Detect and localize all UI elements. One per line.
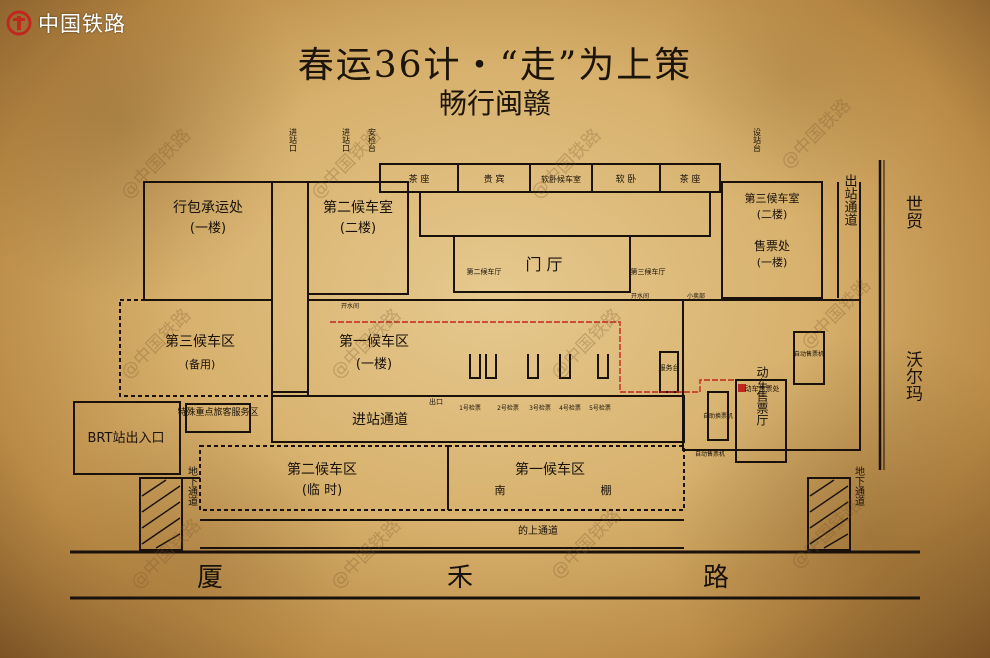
ticket-point-marker	[738, 384, 746, 392]
label-shed-passage: 的上通道	[518, 524, 558, 537]
label-ticket-office: 售票处	[754, 238, 790, 253]
label-exit-passage: 出站通道	[842, 174, 858, 226]
label-soft-sleeper2: 软 卧	[616, 173, 637, 185]
ticket-office	[721, 181, 823, 299]
label-waiting-area3-note: (备用)	[185, 357, 216, 371]
gates	[469, 354, 609, 379]
map-title: 春运36计・“走”为上策	[297, 45, 693, 86]
left-column	[271, 181, 309, 393]
label-security: 安检台	[368, 127, 377, 153]
label-vip-service: 特殊重点旅客服务区	[177, 406, 258, 418]
label-vip: 贵 宾	[484, 173, 505, 185]
label-water-left: 开水间	[341, 302, 359, 310]
label-shop: 小卖部	[687, 292, 705, 300]
self-exchange-machine	[707, 391, 729, 441]
label-waiting-area1-floor: (一楼)	[356, 357, 392, 372]
label-waiting-area1: 第一候车区	[339, 333, 409, 350]
inner-block	[419, 191, 711, 237]
label-waiting2-hall: 第二候车厅	[467, 267, 502, 276]
label-shimao: 世贸	[902, 195, 923, 229]
underground-stair-left	[139, 477, 183, 551]
gate-label-2: 2号检票	[497, 404, 519, 412]
china-railway-logo: 中国铁路	[6, 8, 126, 38]
map-subtitle: 畅行闽赣	[438, 87, 551, 120]
vip-service-area	[185, 403, 251, 433]
route-line	[330, 321, 736, 393]
label-luggage-floor: (一楼)	[190, 221, 226, 236]
label-security2: 设站台	[753, 127, 762, 153]
label-info: 服务台	[659, 363, 680, 372]
label-entry2: 进站口	[342, 128, 351, 152]
label-water-right: 开水间	[631, 292, 649, 300]
label-waiting2-floor: (二楼)	[340, 221, 376, 236]
label-waiting3-hall: 第三候车厅	[631, 267, 666, 276]
label-emu-ticket-hall: 动车售票厅	[755, 366, 769, 426]
label-underground-right: 地下通道	[853, 465, 865, 506]
label-underground-left: 地下通道	[186, 465, 198, 506]
label-shed-left: 南	[495, 484, 506, 497]
label-entry1: 进站口	[289, 128, 298, 152]
label-hall: 门 厅	[525, 255, 562, 274]
logo-text: 中国铁路	[38, 12, 126, 36]
label-waiting-area3: 第三候车区	[165, 333, 235, 350]
label-shed-right: 棚	[601, 483, 612, 497]
label-waiting-area2-temp: 第二候车区	[287, 461, 357, 478]
label-exit: 出口	[429, 397, 443, 406]
emu-ticket-hall	[735, 379, 787, 463]
waiting-area-2-temp	[199, 445, 449, 511]
gate-label-5: 5号检票	[589, 404, 611, 412]
label-brt: BRT站出入口	[88, 431, 165, 446]
right-hall	[682, 299, 861, 451]
label-ticket-machine: 自动售票机	[794, 350, 824, 358]
waiting-area-1-shed	[447, 445, 685, 511]
auto-ticket-machine	[793, 331, 825, 385]
label-tea1: 茶 座	[409, 173, 430, 185]
road-char-1: 厦	[197, 563, 223, 593]
label-walmart: 沃尔玛	[902, 350, 923, 402]
label-auto-ticket: 自动售票机	[695, 450, 725, 458]
info-desk	[659, 351, 679, 393]
label-entrance-passage: 进站通道	[352, 412, 408, 428]
waiting-room-2	[307, 181, 409, 295]
label-waiting3-room-floor: (二楼)	[757, 207, 788, 221]
entrance-passage	[271, 395, 685, 443]
brt-entrance	[73, 401, 181, 475]
road-char-3: 路	[703, 563, 729, 593]
railway-emblem-icon	[6, 10, 32, 36]
label-waiting-area2-temp-note: (临 时)	[302, 483, 342, 498]
waiting-area-3	[119, 299, 273, 397]
label-soft-sleeper: 软卧候车室	[541, 174, 581, 184]
gate-label-3: 3号检票	[529, 404, 551, 412]
gate-label-4: 4号检票	[559, 404, 581, 412]
label-self-exchange: 自助换票机	[703, 412, 733, 420]
underground-stair-right	[807, 477, 851, 551]
label-ticket-office-floor: (一楼)	[757, 255, 788, 269]
label-luggage: 行包承运处	[173, 200, 243, 216]
label-tea2: 茶 座	[680, 173, 701, 185]
label-waiting3-room: 第三候车室	[745, 191, 800, 205]
label-route-target: 动车售票处	[745, 384, 780, 393]
label-waiting2: 第二候车室	[323, 199, 393, 216]
road-char-2: 禾	[447, 563, 473, 593]
label-waiting-area1-shed: 第一候车区	[515, 461, 585, 478]
gate-label-1: 1号检票	[459, 404, 481, 412]
